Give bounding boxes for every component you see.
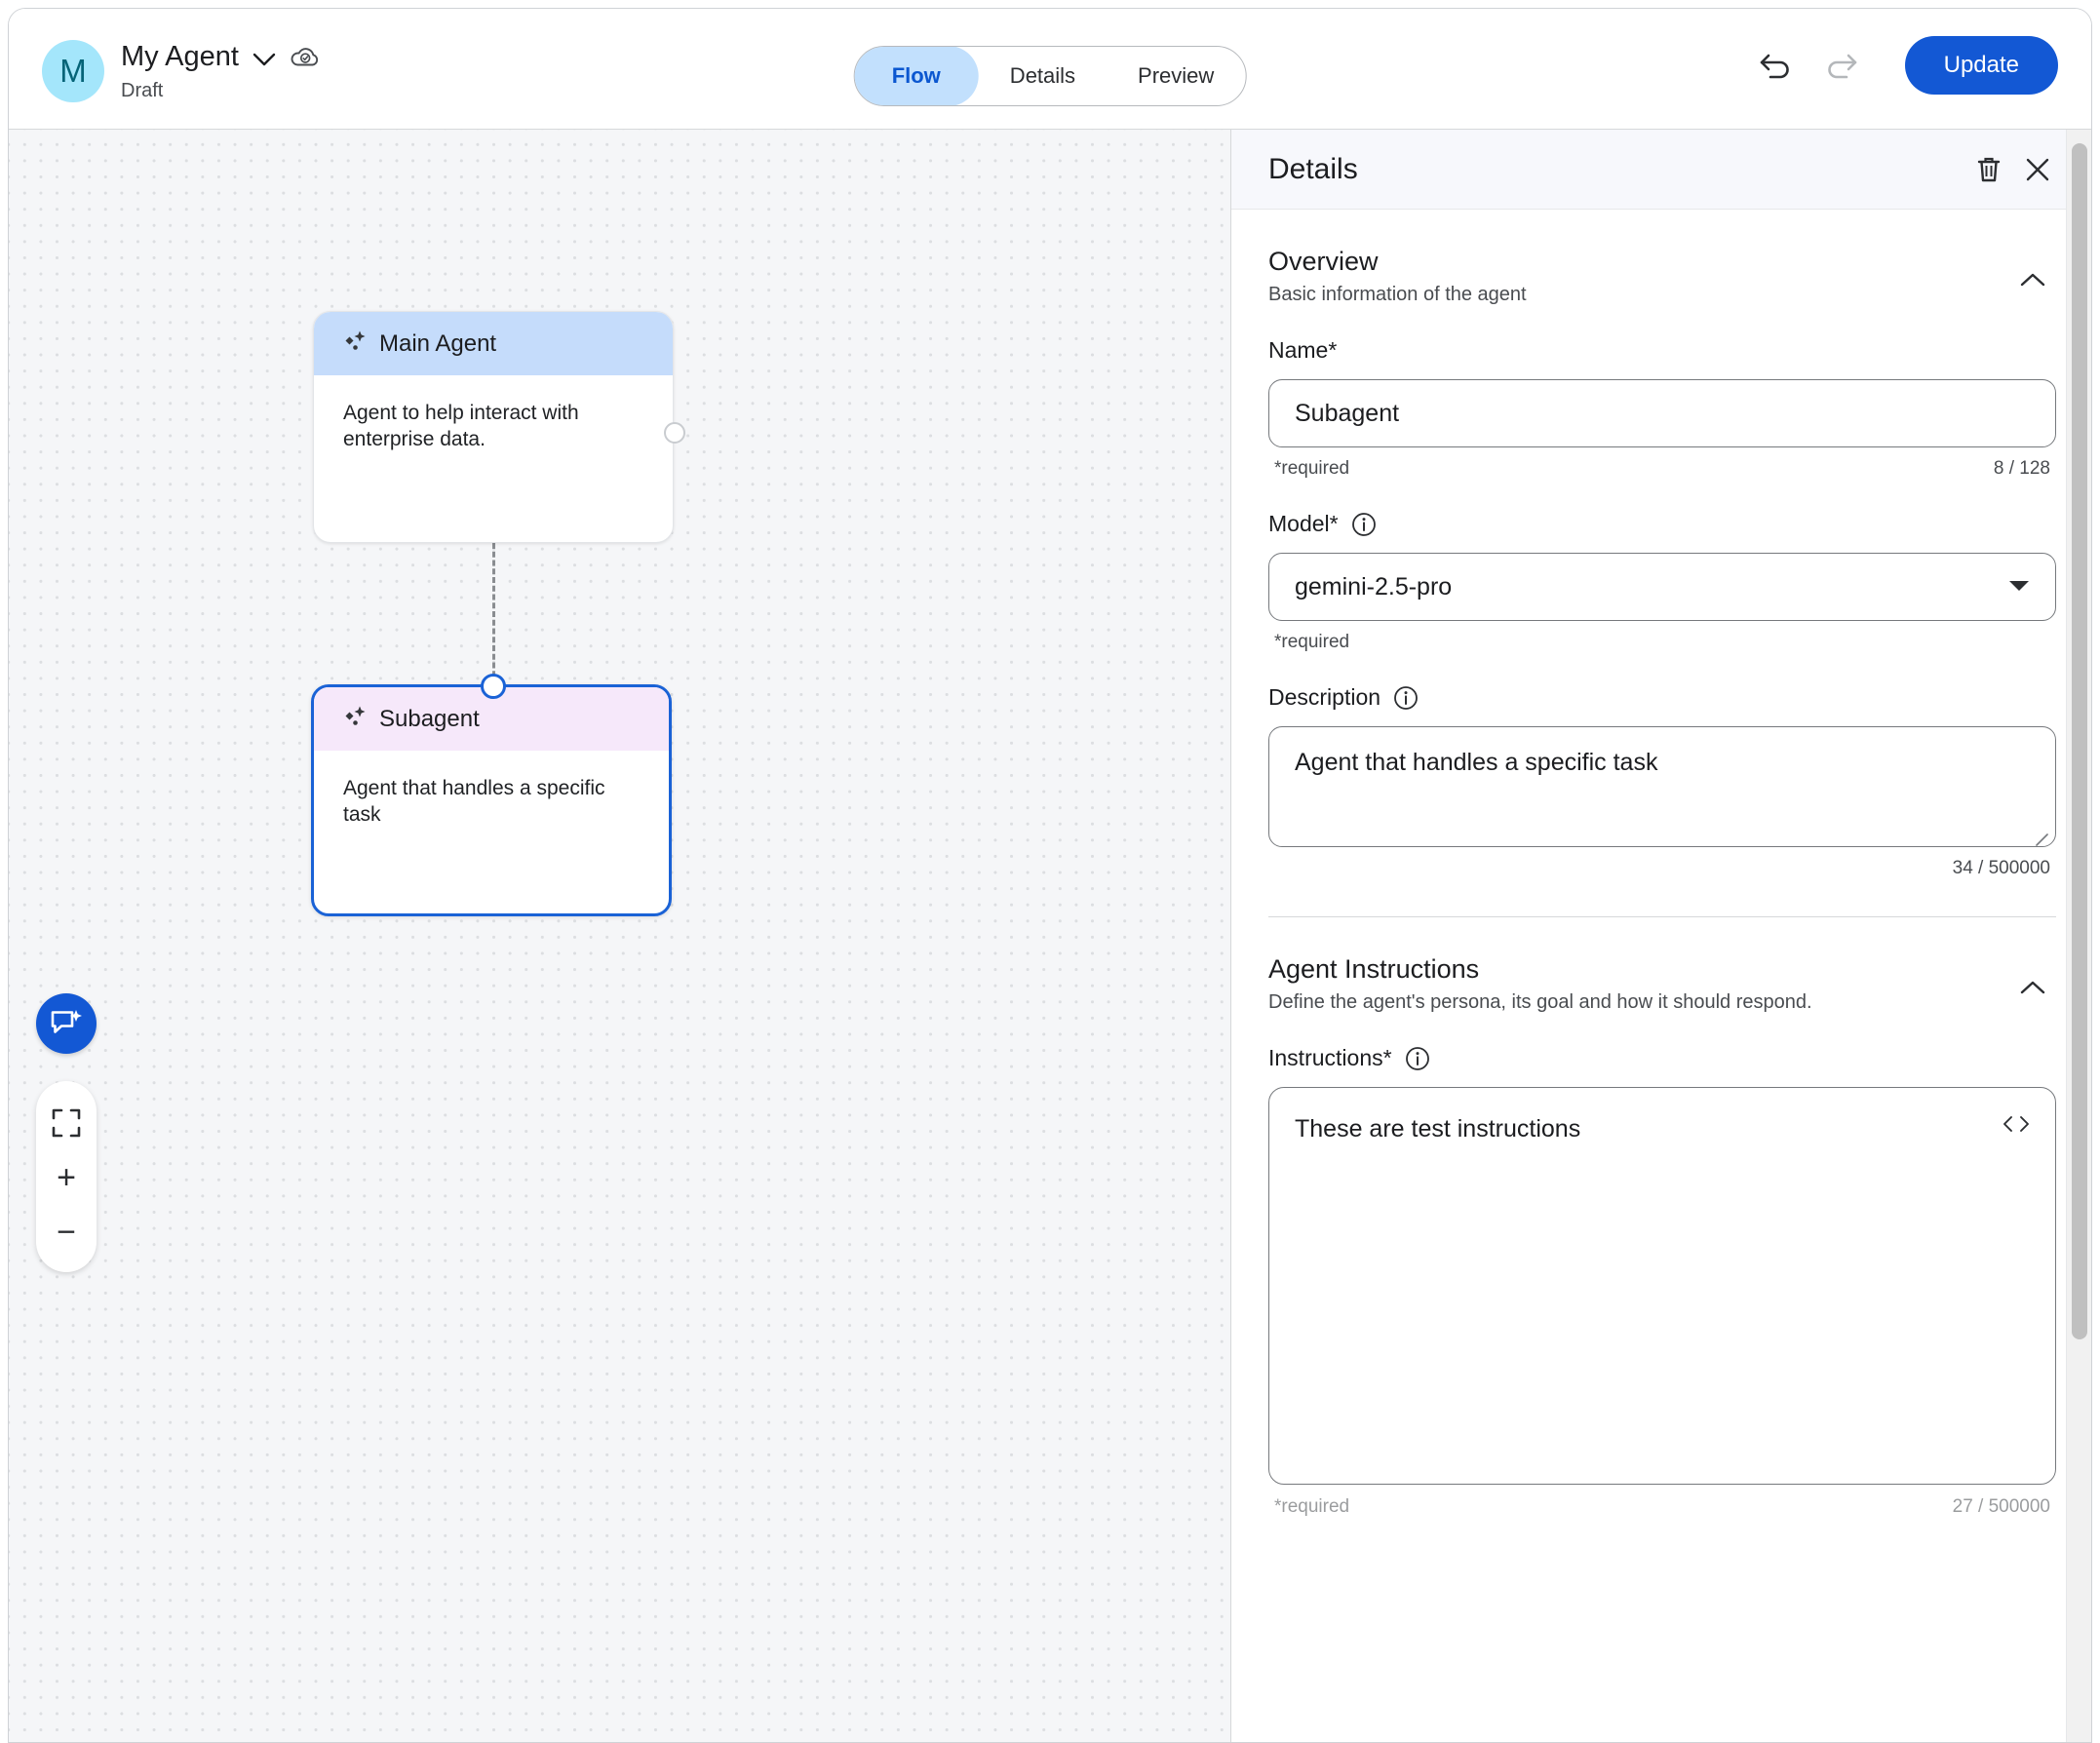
chevron-down-icon (2008, 577, 2030, 598)
overview-title: Overview (1268, 247, 1379, 276)
chevron-up-icon[interactable] (2009, 964, 2056, 1011)
close-icon[interactable] (2013, 145, 2062, 194)
app-window: M My Agent Draft (8, 8, 2092, 1743)
node-output-handle[interactable] (664, 422, 685, 444)
view-tabs: Flow Details Preview (853, 46, 1247, 106)
instructions-required-note: *required (1274, 1496, 1350, 1517)
cloud-saved-icon (290, 44, 321, 74)
panel-header: Details (1231, 130, 2091, 210)
name-input[interactable]: Subagent (1268, 379, 2056, 447)
chevron-down-icon[interactable] (253, 53, 276, 66)
node-description: Agent that handles a specific task (343, 777, 605, 826)
zoom-controls: + − (36, 1081, 97, 1272)
instructions-helper-row: *required 27 / 500000 (1268, 1496, 2056, 1518)
instructions-textarea[interactable]: These are test instructions (1268, 1087, 2056, 1485)
trash-icon[interactable] (1964, 145, 2013, 194)
description-value: Agent that handles a specific task (1295, 749, 1658, 776)
model-label: Model* (1268, 511, 2056, 537)
sparkle-icon (342, 329, 368, 359)
panel-body: Overview Basic information of the agent … (1231, 210, 2091, 1518)
chat-sparkle-icon[interactable] (36, 993, 97, 1054)
code-brackets-icon[interactable] (2001, 1113, 2032, 1140)
name-label: Name* (1268, 337, 1338, 363)
instructions-section-subtitle: Define the agent's persona, its goal and… (1268, 991, 1812, 1013)
info-icon[interactable] (1393, 685, 1419, 711)
page-title: My Agent (121, 41, 239, 72)
sparkle-icon (342, 704, 368, 734)
zoom-out-button[interactable]: − (42, 1210, 91, 1255)
chevron-up-icon[interactable] (2009, 256, 2056, 303)
tab-flow[interactable]: Flow (854, 47, 979, 105)
overview-subtitle: Basic information of the agent (1268, 284, 1527, 305)
instructions-section-header: Agent Instructions Define the agent's pe… (1268, 917, 2056, 1014)
name-helper-row: *required 8 / 128 (1268, 458, 2056, 480)
resize-grip-icon[interactable] (2033, 825, 2048, 846)
panel-scrollbar-thumb[interactable] (2072, 143, 2087, 1339)
instructions-counter: 27 / 500000 (1952, 1496, 2050, 1517)
model-required-note: *required (1274, 632, 1350, 652)
node-title: Subagent (379, 705, 480, 732)
panel-scrollbar[interactable] (2066, 130, 2091, 1742)
instructions-field-group: Instructions* These are test instruction… (1268, 1045, 2056, 1518)
details-panel: Details Overview Basic inf (1230, 130, 2091, 1742)
description-label-text: Description (1268, 684, 1381, 710)
description-helper-row: 34 / 500000 (1268, 858, 2056, 879)
top-bar: M My Agent Draft (9, 9, 2091, 130)
node-description: Agent to help interact with enterprise d… (343, 402, 579, 450)
description-counter: 34 / 500000 (1952, 858, 2050, 878)
agent-title-block: My Agent Draft (121, 42, 321, 100)
panel-title: Details (1268, 152, 1358, 185)
model-helper-row: *required (1268, 632, 2056, 653)
name-required-note: *required (1274, 458, 1350, 479)
overview-section-header: Overview Basic information of the agent (1268, 210, 2056, 306)
model-select[interactable]: gemini-2.5-pro (1268, 553, 2056, 621)
flow-canvas[interactable]: Main Agent Agent to help interact with e… (9, 130, 1232, 1742)
redo-icon[interactable] (1813, 38, 1868, 93)
tab-preview[interactable]: Preview (1107, 47, 1245, 105)
description-label: Description (1268, 684, 2056, 711)
info-icon[interactable] (1405, 1046, 1430, 1071)
agent-status: Draft (121, 80, 164, 101)
model-field-group: Model* gemini-2.5-pro (1268, 511, 2056, 653)
info-icon[interactable] (1351, 512, 1377, 537)
section-divider (1268, 916, 2056, 917)
node-main-agent[interactable]: Main Agent Agent to help interact with e… (313, 311, 674, 543)
instructions-section-title: Agent Instructions (1268, 954, 1480, 984)
edge-main-to-sub (492, 543, 495, 685)
zoom-in-button[interactable]: + (42, 1155, 91, 1200)
fit-view-icon[interactable] (42, 1101, 91, 1145)
update-button[interactable]: Update (1904, 36, 2058, 95)
name-field-group: Name* Subagent *required 8 / 128 (1268, 337, 2056, 480)
top-actions: Update (1749, 36, 2058, 95)
node-header: Main Agent (314, 312, 673, 375)
instructions-label-text: Instructions* (1268, 1045, 1392, 1070)
node-input-handle[interactable] (481, 674, 506, 699)
node-subagent[interactable]: Subagent Agent that handles a specific t… (311, 684, 672, 916)
instructions-label: Instructions* (1268, 1045, 2056, 1071)
description-field-group: Description Agent that handles a specifi… (1268, 684, 2056, 879)
tab-details[interactable]: Details (979, 47, 1107, 105)
instructions-value: These are test instructions (1295, 1115, 1581, 1143)
node-title: Main Agent (379, 329, 497, 357)
name-counter: 8 / 128 (1993, 458, 2050, 479)
model-label-text: Model* (1268, 511, 1339, 536)
avatar: M (42, 40, 104, 102)
model-selected-value: gemini-2.5-pro (1295, 572, 1453, 600)
undo-icon[interactable] (1749, 38, 1804, 93)
description-textarea[interactable]: Agent that handles a specific task (1268, 726, 2056, 847)
agent-brand: M My Agent Draft (42, 40, 321, 102)
